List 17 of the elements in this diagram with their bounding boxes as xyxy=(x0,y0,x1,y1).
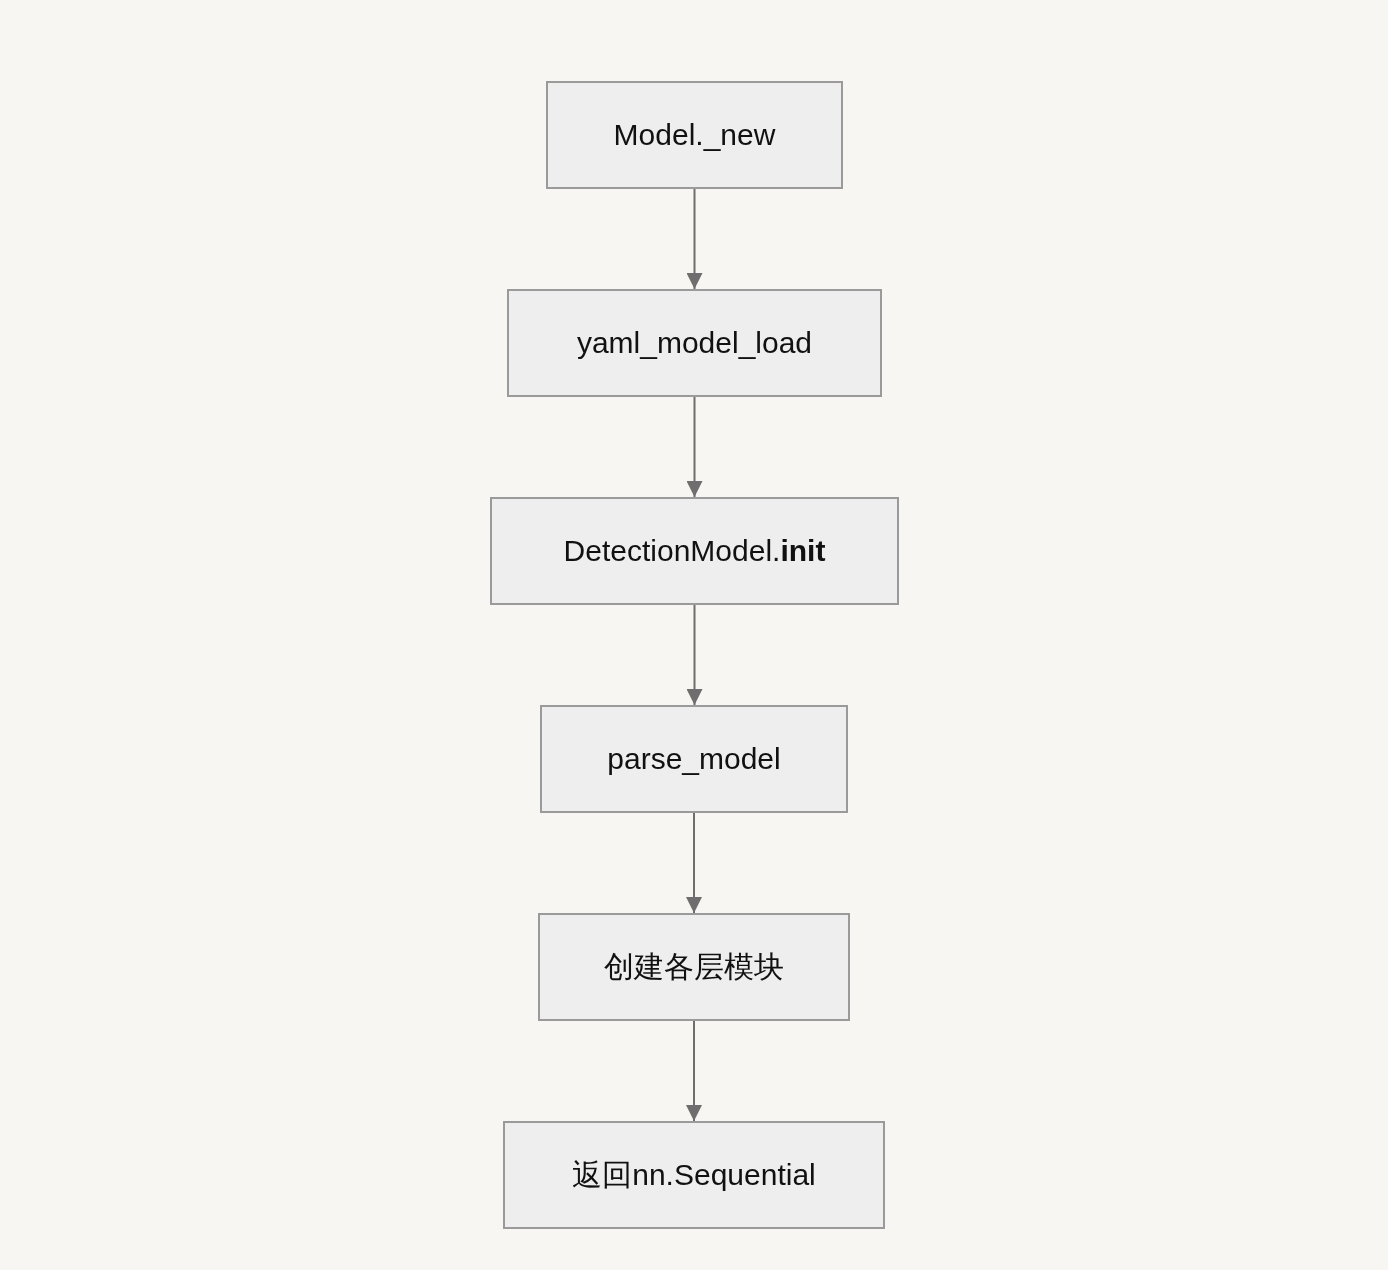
process-box xyxy=(540,705,848,813)
process-box xyxy=(546,81,843,189)
box-text: parse_model xyxy=(607,741,781,777)
arrow xyxy=(686,604,703,706)
box-text: yaml_model_load xyxy=(576,325,813,361)
process-box xyxy=(538,913,850,1021)
arrow xyxy=(686,396,703,498)
arrow xyxy=(686,188,703,290)
process-box xyxy=(507,289,882,397)
arrow xyxy=(686,812,702,914)
box-text: 返回nn.Sequential xyxy=(572,1157,816,1193)
box-text: Model._new xyxy=(613,117,776,153)
process-box xyxy=(490,497,899,605)
process-box xyxy=(503,1121,885,1229)
box-text: DetectionModel.init xyxy=(563,533,826,569)
box-text: 创建各层模块 xyxy=(604,949,784,985)
arrow xyxy=(686,1020,702,1122)
